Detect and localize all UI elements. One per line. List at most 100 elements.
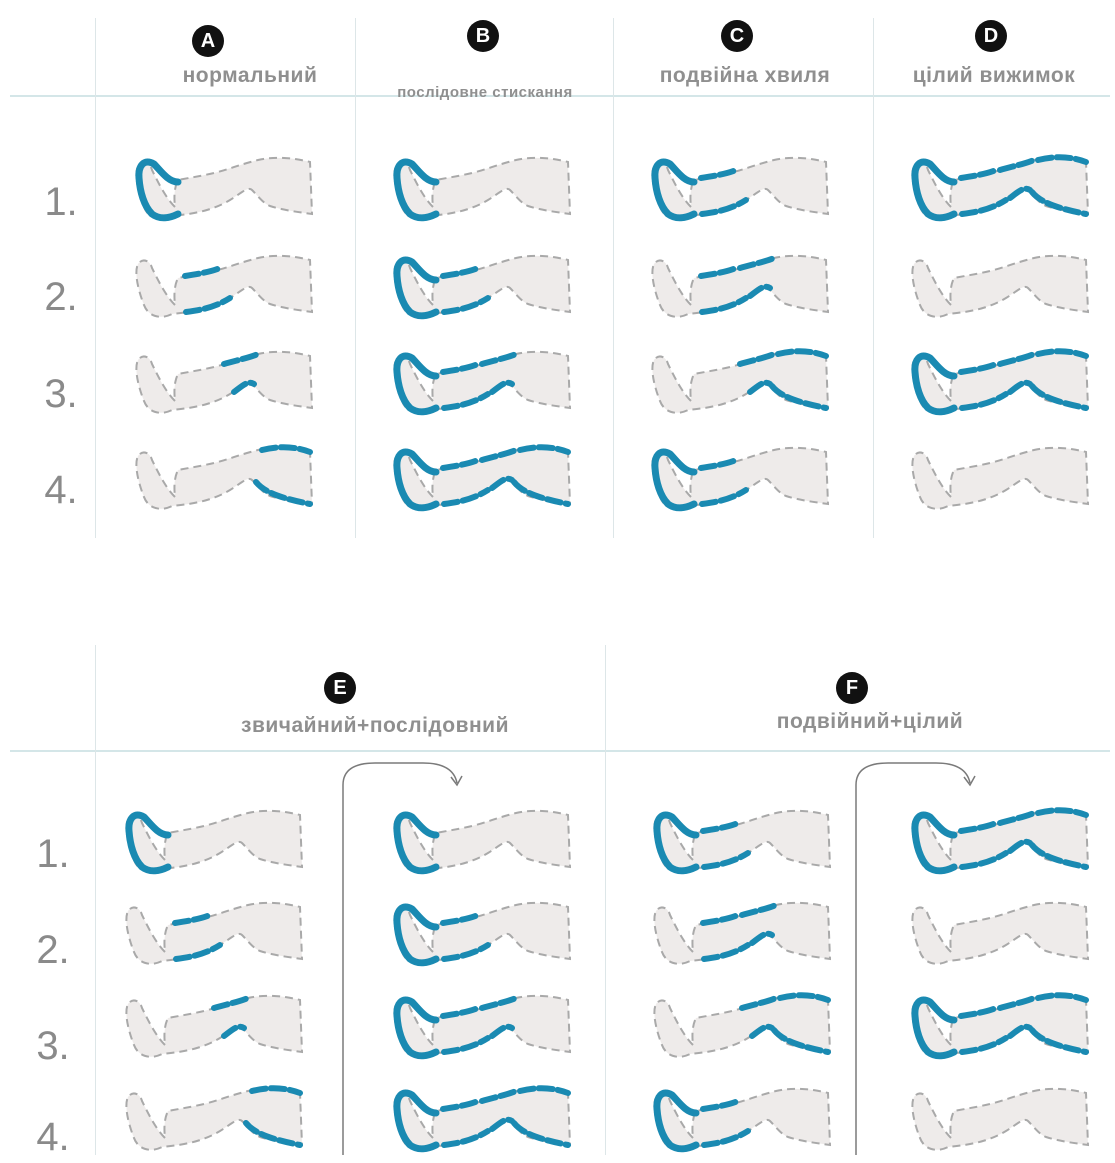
- top-column-divider-0: [95, 18, 96, 538]
- compression-foot: [911, 996, 958, 1060]
- leg-outline: [653, 1087, 832, 1151]
- row-label-3-bottom: 3.: [36, 1024, 70, 1068]
- mode-f-badge: F: [836, 672, 868, 704]
- leg-b-4: [393, 444, 572, 512]
- row-label-1-bottom: 1.: [36, 832, 70, 876]
- compression-thigh: [253, 444, 313, 507]
- leg-outline: [135, 156, 314, 220]
- mode-e-label: звичайний+послідовний: [241, 714, 509, 737]
- compression-calf: [440, 912, 491, 962]
- compression-knee: [997, 810, 1037, 854]
- bottom-column-divider-0: [95, 645, 96, 1155]
- leg-outline: [911, 446, 1090, 510]
- compression-foot: [393, 996, 440, 1060]
- compression-foot: [393, 158, 440, 222]
- compression-foot: [393, 903, 440, 967]
- leg-e-left-4: [125, 1085, 304, 1151]
- top-column-divider-1: [355, 18, 356, 538]
- leg-c-2: [651, 254, 830, 318]
- leg-c-4: [651, 446, 830, 512]
- compression-foot: [911, 352, 958, 416]
- leg-outline: [393, 901, 572, 965]
- compression-calf: [958, 361, 1009, 411]
- compression-calf: [958, 820, 1009, 870]
- compression-knee: [737, 351, 777, 395]
- compression-foot: [393, 448, 440, 512]
- top-header-divider: [10, 95, 1110, 97]
- mode-d-badge: D: [975, 20, 1007, 52]
- compression-calf: [700, 912, 751, 962]
- leg-f-left-2: [653, 901, 832, 965]
- leg-d-3: [911, 348, 1090, 416]
- compression-foot: [393, 352, 440, 416]
- e-sequence-arrow-icon: [342, 762, 463, 1155]
- leg-f-right-1: [911, 807, 1090, 875]
- bottom-column-divider-1: [605, 645, 606, 1155]
- compression-thigh: [511, 1085, 571, 1148]
- compression-knee: [997, 995, 1037, 1039]
- compression-thigh: [1029, 807, 1089, 870]
- leg-c-3: [651, 348, 830, 414]
- mode-c-label: подвійна хвиля: [659, 64, 831, 87]
- compression-calf: [440, 361, 491, 411]
- leg-f-right-2: [911, 901, 1090, 965]
- leg-outline: [393, 809, 572, 873]
- leg-outline: [393, 254, 572, 318]
- leg-f-left-1: [653, 809, 832, 875]
- leg-outline: [653, 809, 832, 873]
- compression-knee: [479, 1088, 519, 1132]
- leg-f-left-3: [653, 992, 832, 1058]
- leg-b-3: [393, 350, 572, 416]
- leg-outline: [911, 1087, 1090, 1151]
- compression-thigh: [1029, 348, 1089, 411]
- compression-calf: [698, 457, 749, 507]
- compression-calf: [698, 167, 749, 217]
- leg-outline: [651, 446, 830, 510]
- leg-a-2: [135, 254, 314, 318]
- leg-b-2: [393, 254, 572, 320]
- leg-d-2: [911, 254, 1090, 318]
- leg-a-1: [135, 156, 314, 222]
- leg-outline: [651, 156, 830, 220]
- leg-e-left-1: [125, 809, 304, 875]
- leg-e-right-1: [393, 809, 572, 875]
- compression-thigh: [243, 1085, 303, 1148]
- compression-thigh: [511, 444, 571, 507]
- leg-f-right-3: [911, 992, 1090, 1060]
- compression-thigh: [771, 992, 831, 1055]
- leg-outline: [135, 254, 314, 318]
- compression-foot: [393, 811, 440, 875]
- compression-calf: [440, 265, 491, 315]
- compression-foot: [393, 1089, 440, 1153]
- leg-outline: [125, 901, 304, 965]
- compression-knee: [737, 255, 777, 299]
- f-sequence-arrow-icon: [855, 762, 976, 1155]
- mode-f-label: подвійний+цілий: [776, 710, 964, 733]
- compression-knee: [211, 995, 251, 1039]
- mode-a-badge: A: [192, 25, 224, 57]
- mode-d-label: цілий вижимок: [912, 64, 1076, 87]
- leg-f-right-4: [911, 1087, 1090, 1151]
- compression-calf: [700, 820, 751, 870]
- compression-thigh: [769, 348, 829, 411]
- mode-c-badge: C: [721, 20, 753, 52]
- leg-a-4: [135, 444, 314, 510]
- compression-knee: [997, 157, 1037, 201]
- compression-foot: [653, 1089, 700, 1153]
- row-label-2-bottom: 2.: [36, 928, 70, 972]
- compression-calf: [440, 457, 491, 507]
- compression-foot: [135, 158, 182, 222]
- compression-knee: [997, 351, 1037, 395]
- mode-e-badge: E: [324, 672, 356, 704]
- compression-foot: [911, 158, 958, 222]
- compression-knee: [739, 995, 779, 1039]
- compression-thigh: [1029, 154, 1089, 217]
- top-column-divider-2: [613, 18, 614, 538]
- top-column-divider-3: [873, 18, 874, 538]
- row-label-1: 1.: [44, 180, 78, 224]
- leg-outline: [393, 156, 572, 220]
- compression-calf: [172, 912, 223, 962]
- leg-f-left-4: [653, 1087, 832, 1153]
- compression-calf: [958, 1005, 1009, 1055]
- leg-outline: [125, 809, 304, 873]
